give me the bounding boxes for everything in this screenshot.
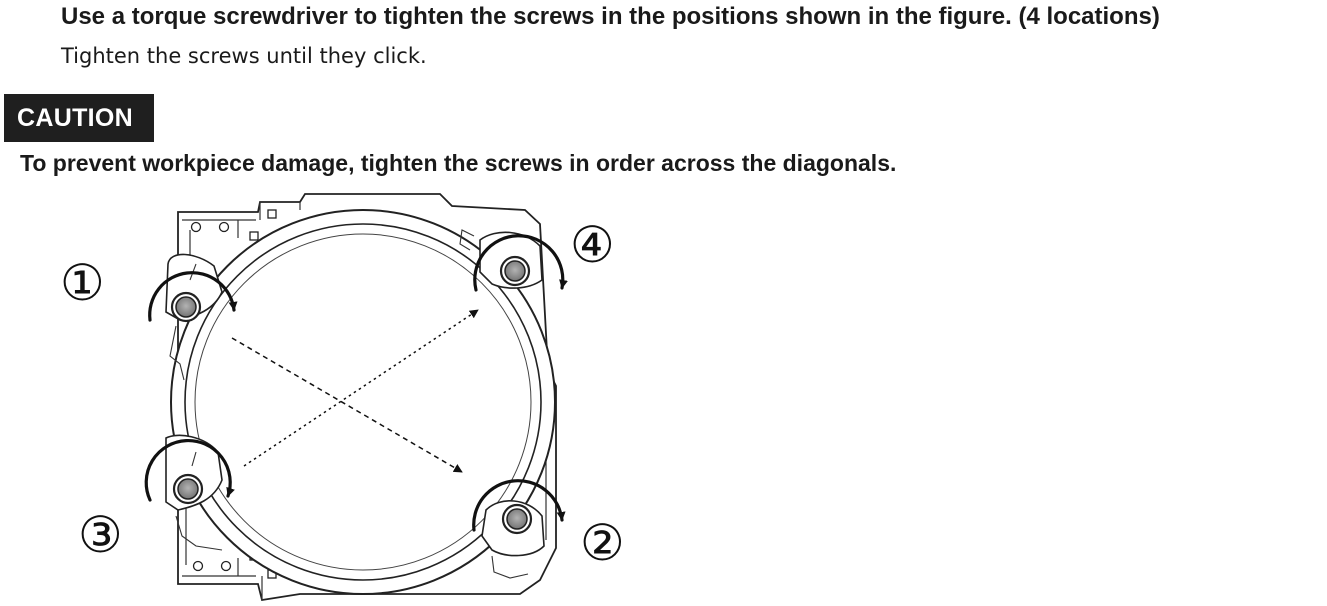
step-note: Tighten the screws until they click.	[61, 44, 427, 68]
screw-4	[499, 255, 531, 287]
screw-1	[170, 291, 202, 323]
caution-text: To prevent workpiece damage, tighten the…	[20, 150, 897, 176]
step-instruction: Use a torque screwdriver to tighten the …	[61, 3, 1160, 30]
screw-number-1: ①	[60, 254, 105, 312]
plate-holes	[190, 209, 277, 579]
screw-2	[501, 503, 533, 535]
screw-tightening-figure: ① ③ ④ ②	[0, 180, 660, 606]
screw-number-4: ④	[570, 216, 615, 274]
screw-3	[172, 473, 204, 505]
caution-label: CAUTION	[4, 94, 154, 142]
screw-number-3: ③	[78, 506, 123, 564]
rotation-arrows	[144, 234, 568, 532]
screw-number-2: ②	[580, 514, 625, 572]
diagonal-3-to-4	[243, 309, 479, 467]
clamp-ring	[170, 209, 556, 595]
